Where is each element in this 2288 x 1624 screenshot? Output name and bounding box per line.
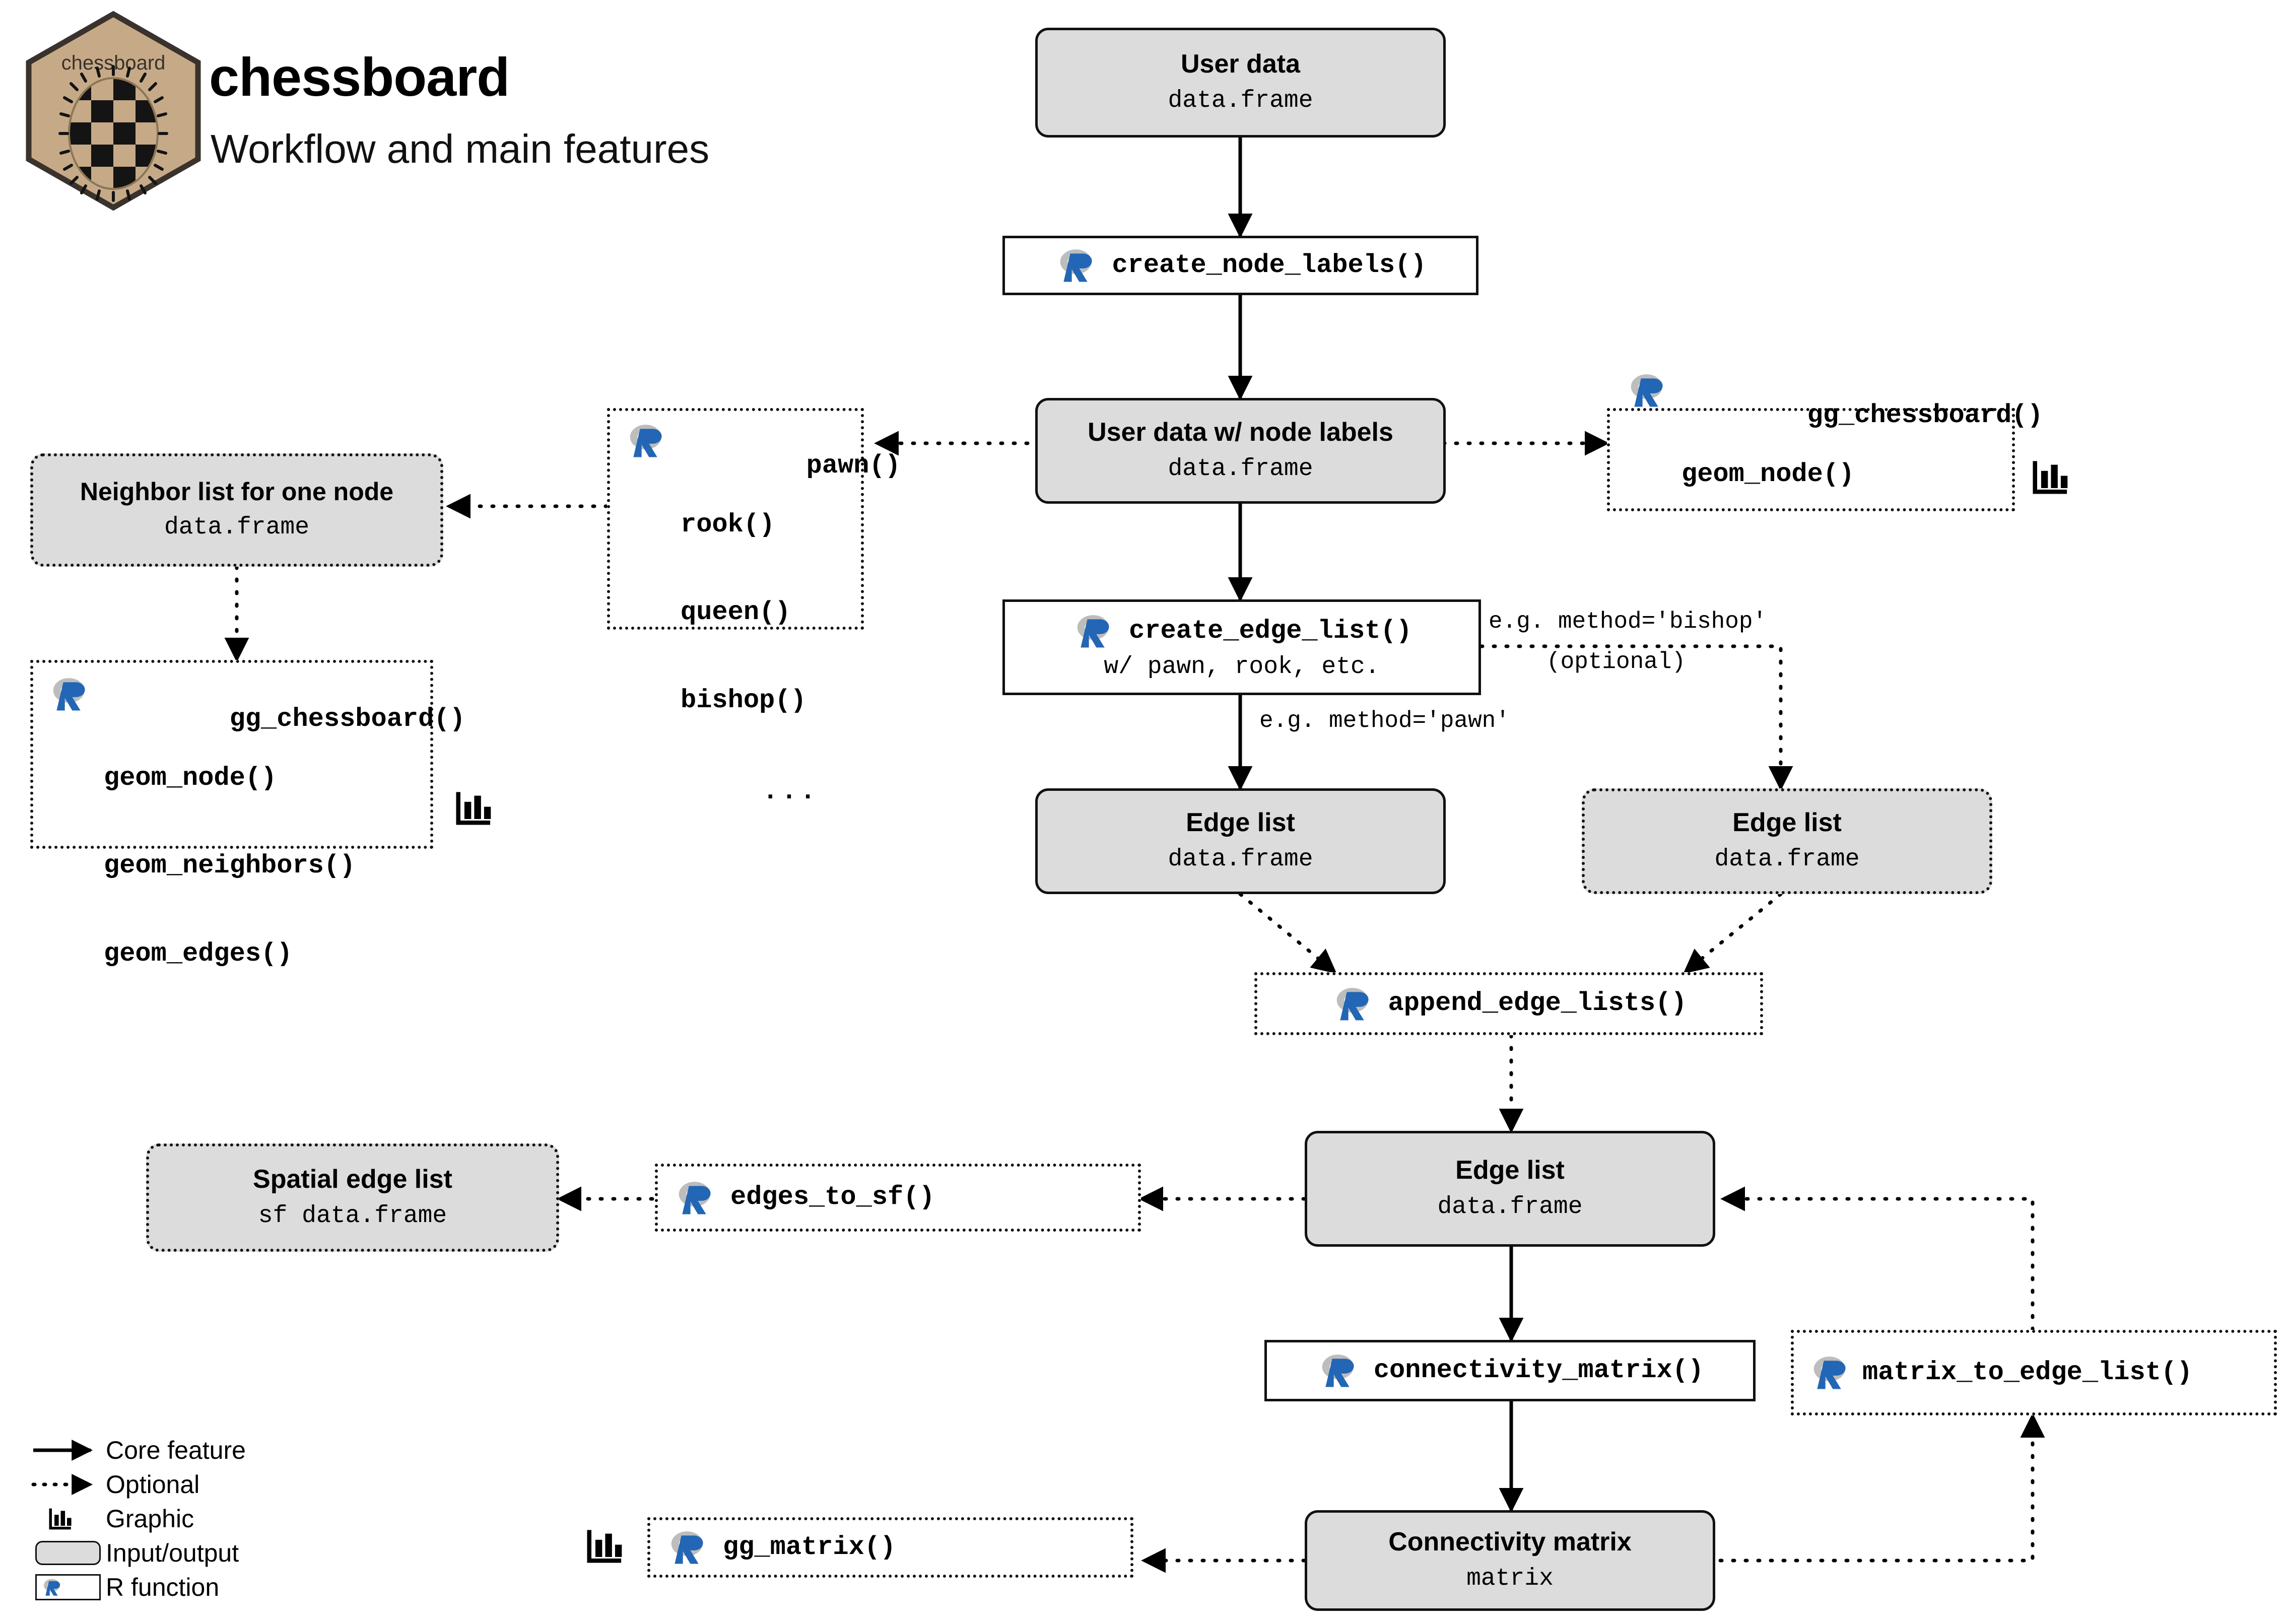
legend-key-gray-box — [30, 1536, 106, 1570]
page-header: chessboard — [0, 0, 907, 242]
node-matrix-to-edge-list[interactable]: matrix_to_edge_list() — [1791, 1330, 2277, 1415]
node-piece-functions[interactable]: pawn() rook() queen() bishop() ... — [607, 408, 901, 806]
gg-chessboard-full-line2: geom_node() — [104, 763, 277, 793]
legend-label-graphic: Graphic — [106, 1505, 194, 1533]
node-spatial-edge-list-subtitle: sf data.frame — [258, 1202, 447, 1230]
bar-chart-icon — [456, 792, 491, 825]
node-edges-to-sf-label: edges_to_sf() — [730, 1182, 935, 1212]
gg-chessboard-full-line4: geom_edges() — [104, 939, 293, 969]
bar-chart-icon — [587, 1530, 622, 1563]
node-edges-to-sf[interactable]: edges_to_sf() — [655, 1164, 1141, 1232]
legend-item-graphic: Graphic — [30, 1502, 343, 1536]
r-logo-icon — [630, 425, 662, 457]
node-connectivity-matrix-title: Connectivity matrix — [1388, 1527, 1632, 1557]
r-logo-icon — [43, 1579, 60, 1596]
node-append-edge-lists[interactable]: append_edge_lists() — [1254, 972, 1763, 1035]
legend-key-dotted-arrow — [30, 1467, 106, 1502]
node-neighbor-list-title: Neighbor list for one node — [80, 477, 394, 506]
label-method-bishop: e.g. method='bishop' — [1489, 608, 1767, 635]
node-edge-list-main-title: Edge list — [1455, 1156, 1565, 1185]
node-spatial-edge-list[interactable]: Spatial edge list sf data.frame — [146, 1143, 559, 1252]
piece-fn-ellipsis: ... — [762, 776, 819, 806]
piece-fn-queen: queen() — [681, 597, 791, 628]
node-edge-list-right-subtitle: data.frame — [1714, 846, 1860, 873]
node-user-data-with-labels[interactable]: User data w/ node labels data.frame — [1035, 398, 1446, 504]
node-append-edge-lists-label: append_edge_lists() — [1388, 988, 1687, 1019]
node-edge-list-left-title: Edge list — [1186, 808, 1295, 838]
node-edge-list-left-subtitle: data.frame — [1168, 846, 1313, 873]
r-logo-icon — [53, 678, 85, 711]
label-method-pawn: e.g. method='pawn' — [1259, 708, 1510, 734]
node-spatial-edge-list-title: Spatial edge list — [253, 1164, 452, 1194]
piece-fn-rook: rook() — [681, 509, 775, 539]
node-gg-matrix-label: gg_matrix() — [723, 1532, 896, 1562]
node-neighbor-list-subtitle: data.frame — [164, 514, 310, 542]
node-create-node-labels[interactable]: create_node_labels() — [1002, 236, 1478, 295]
node-create-edge-list[interactable]: create_edge_list() w/ pawn, rook, etc. — [1002, 599, 1481, 695]
node-connectivity-matrix-fn[interactable]: connectivity_matrix() — [1264, 1340, 1756, 1401]
r-logo-icon — [1631, 374, 1663, 407]
node-gg-matrix[interactable]: gg_matrix() — [647, 1517, 1133, 1578]
legend-label-core-feature: Core feature — [106, 1436, 246, 1464]
r-logo-icon — [671, 1531, 703, 1564]
node-gg-chessboard-full[interactable]: gg_chessboard() geom_node() geom_neighbo… — [30, 660, 465, 969]
legend-item-input-output: Input/output — [30, 1536, 343, 1570]
gg-chessboard-full-line1: gg_chessboard() — [229, 704, 465, 734]
node-edge-list-right-title: Edge list — [1732, 808, 1842, 838]
node-matrix-to-edge-list-label: matrix_to_edge_list() — [1862, 1357, 2193, 1387]
chessboard-hex-logo: chessboard — [26, 11, 201, 211]
r-logo-icon — [1060, 249, 1093, 282]
bar-chart-icon — [49, 1508, 72, 1530]
legend-label-input-output: Input/output — [106, 1539, 239, 1567]
page-title: chessboard — [209, 46, 510, 107]
bar-chart-icon — [2033, 461, 2068, 494]
page-subtitle: Workflow and main features — [211, 126, 710, 171]
legend-key-r-function-box — [30, 1570, 106, 1604]
piece-fn-bishop: bishop() — [681, 686, 806, 716]
label-optional: (optional) — [1546, 649, 1686, 675]
node-edge-list-main-subtitle: data.frame — [1437, 1193, 1583, 1221]
legend: Core feature Optional — [30, 1433, 343, 1604]
node-neighbor-list[interactable]: Neighbor list for one node data.frame — [30, 453, 443, 567]
node-user-data-with-labels-title: User data w/ node labels — [1088, 418, 1393, 447]
node-create-edge-list-subtitle: w/ pawn, rook, etc. — [1104, 653, 1380, 681]
legend-label-optional: Optional — [106, 1470, 200, 1499]
r-logo-icon — [1813, 1357, 1846, 1389]
node-connectivity-matrix-subtitle: matrix — [1466, 1565, 1554, 1593]
r-logo-icon — [1077, 615, 1109, 648]
node-gg-chessboard-node[interactable]: gg_chessboard() geom_node() — [1607, 374, 2043, 511]
node-connectivity-matrix[interactable]: Connectivity matrix matrix — [1305, 1510, 1715, 1611]
piece-fn-pawn: pawn() — [806, 451, 901, 481]
node-user-data[interactable]: User data data.frame — [1035, 28, 1446, 138]
legend-item-core-feature: Core feature — [30, 1433, 343, 1467]
node-user-data-with-labels-subtitle: data.frame — [1168, 455, 1313, 483]
gg-chessboard-node-line2: geom_node() — [1681, 459, 1855, 489]
legend-item-optional: Optional — [30, 1467, 343, 1502]
node-user-data-title: User data — [1181, 49, 1300, 79]
gg-chessboard-full-line3: geom_neighbors() — [104, 851, 356, 881]
node-create-edge-list-label: create_edge_list() — [1129, 616, 1412, 646]
node-connectivity-matrix-fn-label: connectivity_matrix() — [1373, 1355, 1704, 1385]
node-user-data-subtitle: data.frame — [1168, 87, 1313, 115]
legend-key-bar-chart — [30, 1502, 106, 1536]
legend-label-r-function: R function — [106, 1573, 220, 1601]
node-edge-list-right[interactable]: Edge list data.frame — [1582, 788, 1992, 894]
legend-key-solid-arrow — [30, 1433, 106, 1467]
r-logo-icon — [1336, 987, 1369, 1021]
gg-chessboard-node-line1: gg_chessboard() — [1807, 400, 2043, 431]
node-edge-list-left[interactable]: Edge list data.frame — [1035, 788, 1446, 894]
r-logo-icon — [679, 1181, 711, 1214]
r-logo-icon — [1322, 1355, 1354, 1387]
node-edge-list-main[interactable]: Edge list data.frame — [1305, 1131, 1715, 1247]
node-create-node-labels-label: create_node_labels() — [1112, 250, 1427, 280]
legend-item-r-function: R function — [30, 1570, 343, 1604]
